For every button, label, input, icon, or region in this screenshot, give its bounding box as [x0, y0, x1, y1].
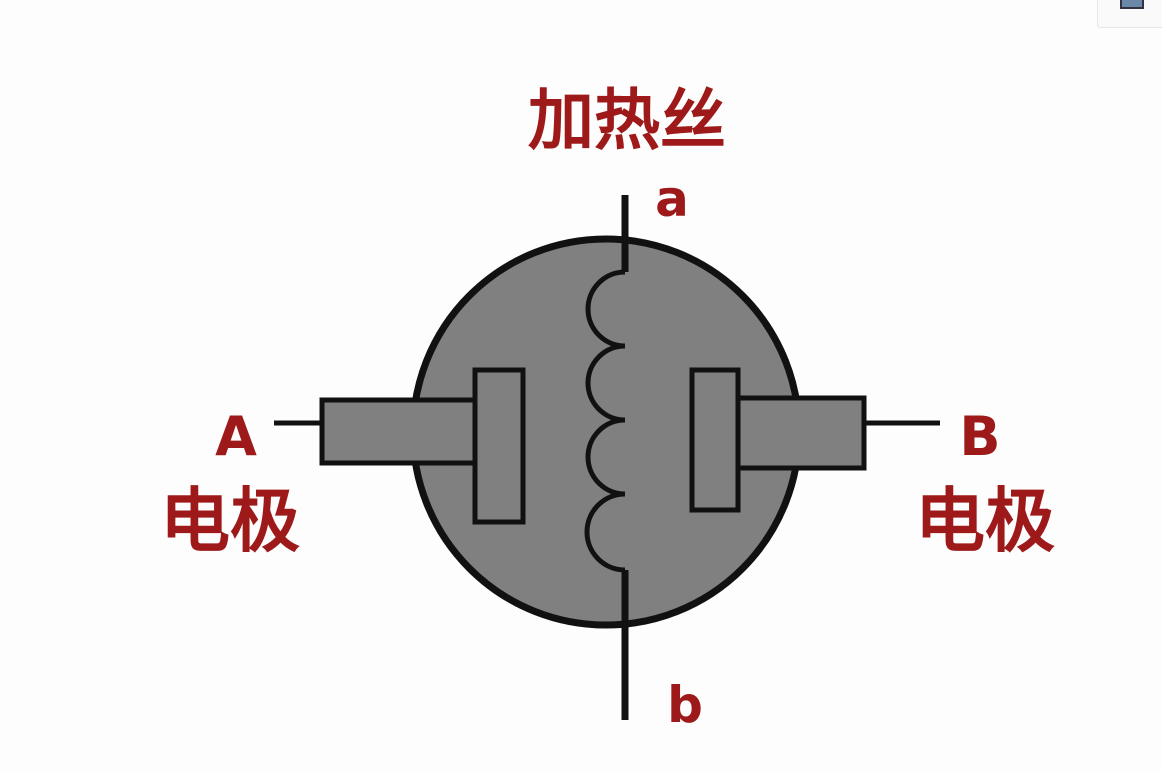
electrode-right-label: 电极 — [915, 480, 1055, 562]
terminal-B-label: B — [959, 405, 1000, 468]
image-icon — [1120, 0, 1144, 9]
electrode-left-label: 电极 — [160, 480, 300, 562]
terminal-a-label: a — [655, 170, 689, 228]
electrode-arm-left — [319, 397, 478, 466]
electrode-plate-left — [472, 367, 526, 525]
image-view-button[interactable] — [1097, 0, 1162, 28]
heater-title: 加热丝 — [528, 82, 726, 159]
electrode-plate-right — [689, 367, 741, 513]
heater-coil — [584, 269, 626, 573]
terminal-A-label: A — [215, 405, 257, 468]
electrode-arm-right — [735, 395, 867, 471]
terminal-b-label: b — [667, 676, 703, 734]
